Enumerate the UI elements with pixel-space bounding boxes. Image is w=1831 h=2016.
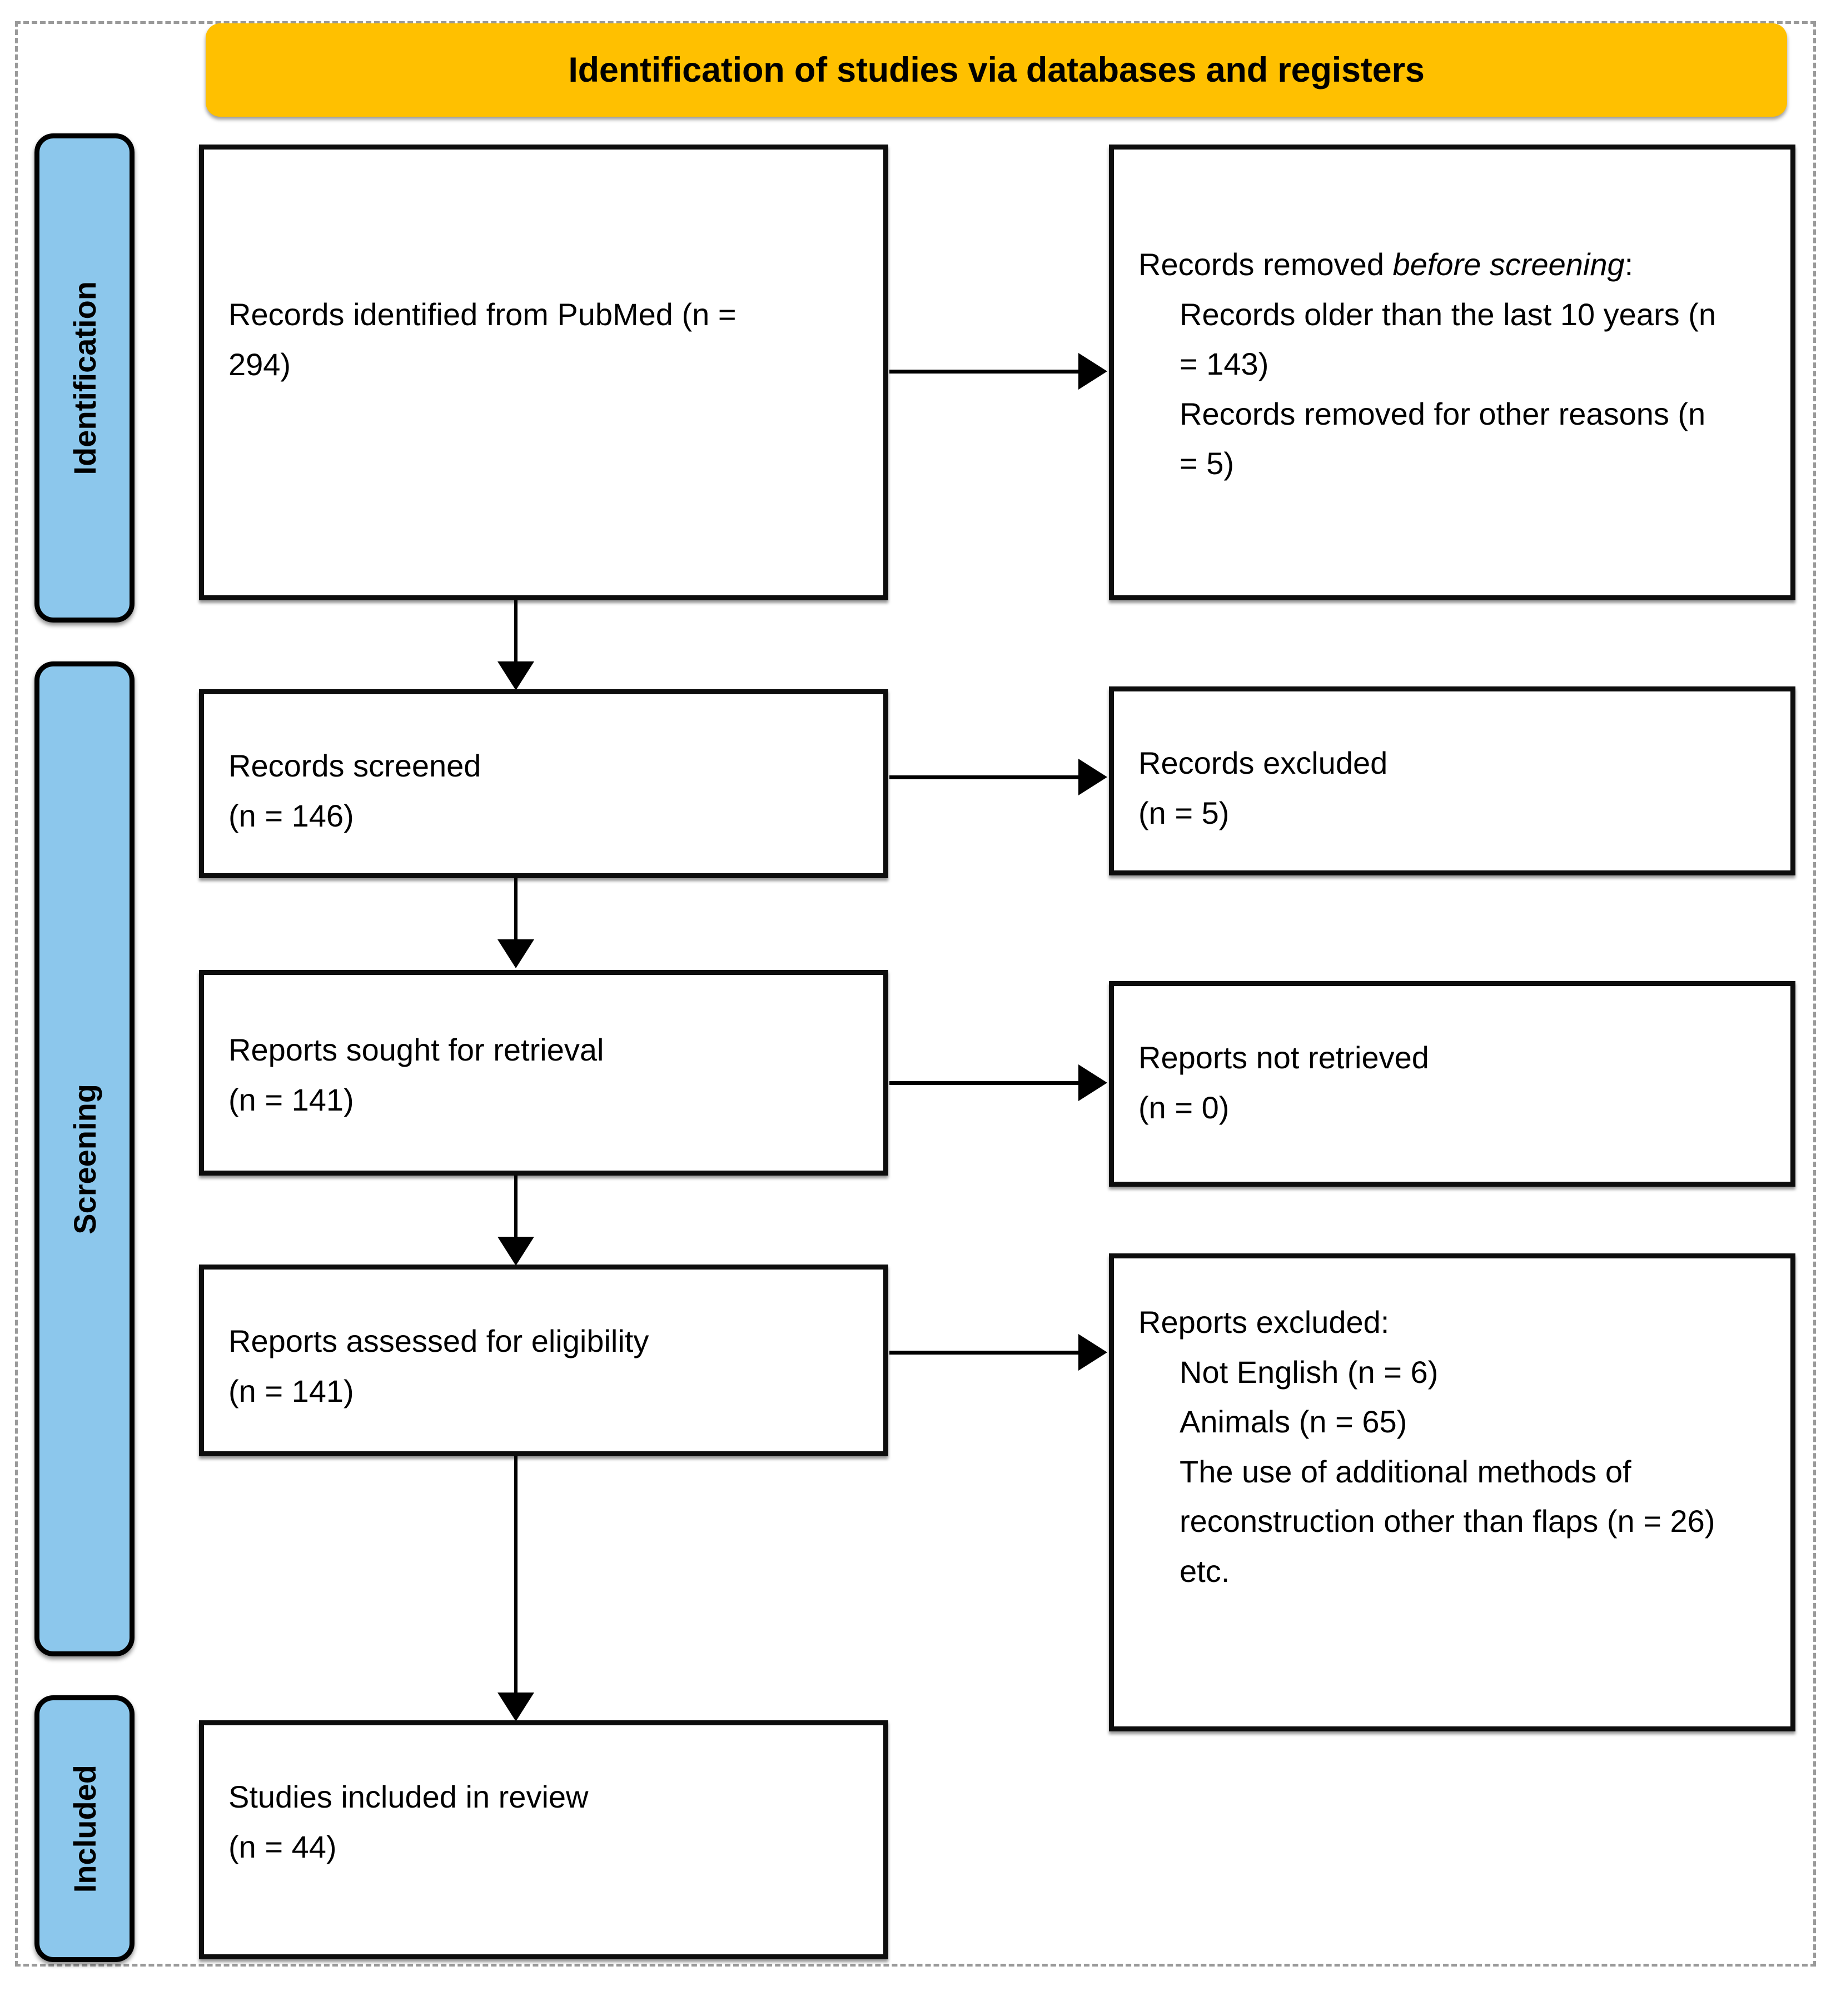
stage-label-screening: Screening bbox=[67, 1083, 102, 1235]
records-screened-line2: (n = 146) bbox=[228, 798, 354, 833]
box-reports-not-retrieved: Reports not retrieved (n = 0) bbox=[1109, 981, 1795, 1187]
reports-assessed-line2: (n = 141) bbox=[228, 1373, 354, 1408]
reports-excluded-heading: Reports excluded: bbox=[1138, 1305, 1390, 1340]
connector-assessed-to-reportsexcluded-line bbox=[889, 1351, 1081, 1355]
studies-included-line1: Studies included in review bbox=[228, 1779, 589, 1814]
records-removed-item1-line1: Records older than the last 10 years (n bbox=[1180, 296, 1716, 332]
connector-assessed-to-included-line bbox=[514, 1456, 518, 1706]
box-studies-included: Studies included in review (n = 44) bbox=[199, 1720, 888, 1959]
diagram-header-banner: Identification of studies via databases … bbox=[206, 23, 1787, 117]
box-reports-excluded: Reports excluded: Not English (n = 6) An… bbox=[1109, 1253, 1795, 1731]
records-removed-heading-italic: before screening bbox=[1392, 247, 1625, 282]
records-removed-item2-line2: = 5) bbox=[1180, 446, 1235, 481]
box-reports-sought: Reports sought for retrieval (n = 141) bbox=[199, 970, 888, 1176]
diagram-outer-frame bbox=[15, 21, 1816, 1967]
reports-sought-line2: (n = 141) bbox=[228, 1082, 354, 1117]
records-excluded-line1: Records excluded bbox=[1138, 745, 1388, 780]
records-identified-line1: Records identified from PubMed (n = bbox=[228, 297, 737, 332]
stage-pill-identification: Identification bbox=[34, 133, 135, 623]
stage-label-identification: Identification bbox=[67, 281, 102, 475]
connector-identified-to-removed-line bbox=[889, 370, 1081, 374]
records-removed-item2-line1: Records removed for other reasons (n bbox=[1180, 396, 1706, 431]
connector-identified-to-screened-arrowhead bbox=[497, 661, 534, 690]
stage-pill-included: Included bbox=[34, 1695, 135, 1962]
records-excluded-line2: (n = 5) bbox=[1138, 795, 1230, 830]
reports-excluded-item3-line2: reconstruction other than flaps (n = 26) bbox=[1180, 1504, 1715, 1539]
reports-not-retrieved-line2: (n = 0) bbox=[1138, 1089, 1230, 1125]
connector-identified-to-screened-line bbox=[514, 600, 518, 673]
connector-assessed-to-included-arrowhead bbox=[497, 1693, 534, 1721]
connector-sought-to-assessed-line bbox=[514, 1176, 518, 1248]
connector-sought-to-notretrieved-arrowhead bbox=[1078, 1064, 1107, 1101]
connector-screened-to-excluded-line bbox=[889, 775, 1081, 779]
records-identified-line2: 294) bbox=[228, 346, 291, 382]
box-reports-assessed: Reports assessed for eligibility (n = 14… bbox=[199, 1265, 888, 1456]
stage-label-included: Included bbox=[67, 1764, 102, 1893]
connector-sought-to-assessed-arrowhead bbox=[497, 1237, 534, 1266]
records-screened-line1: Records screened bbox=[228, 748, 481, 783]
box-records-removed-before-screening: Records removed before screening: Record… bbox=[1109, 145, 1795, 600]
reports-excluded-item3-line1: The use of additional methods of bbox=[1180, 1453, 1631, 1489]
box-records-excluded: Records excluded (n = 5) bbox=[1109, 686, 1795, 875]
connector-assessed-to-reportsexcluded-arrowhead bbox=[1078, 1334, 1107, 1371]
box-records-screened: Records screened (n = 146) bbox=[199, 689, 888, 878]
records-removed-heading-plain: Records removed bbox=[1138, 247, 1393, 282]
connector-identified-to-removed-arrowhead bbox=[1078, 353, 1107, 390]
reports-sought-line1: Reports sought for retrieval bbox=[228, 1032, 604, 1067]
reports-excluded-item4: etc. bbox=[1180, 1553, 1230, 1589]
connector-screened-to-sought-arrowhead bbox=[497, 939, 534, 968]
reports-excluded-item2: Animals (n = 65) bbox=[1180, 1404, 1407, 1440]
reports-excluded-item1: Not English (n = 6) bbox=[1180, 1354, 1439, 1390]
connector-sought-to-notretrieved-line bbox=[889, 1081, 1081, 1085]
box-records-identified: Records identified from PubMed (n = 294) bbox=[199, 145, 888, 600]
stage-pill-screening: Screening bbox=[34, 661, 135, 1656]
connector-screened-to-sought-line bbox=[514, 878, 518, 950]
records-removed-heading: Records removed before screening: bbox=[1138, 240, 1766, 290]
reports-assessed-line1: Reports assessed for eligibility bbox=[228, 1323, 649, 1358]
connector-screened-to-excluded-arrowhead bbox=[1078, 759, 1107, 795]
records-removed-item1-line2: = 143) bbox=[1180, 346, 1269, 382]
diagram-title: Identification of studies via databases … bbox=[568, 51, 1425, 89]
records-removed-heading-colon: : bbox=[1624, 247, 1634, 282]
studies-included-line2: (n = 44) bbox=[228, 1829, 337, 1864]
reports-not-retrieved-line1: Reports not retrieved bbox=[1138, 1040, 1429, 1075]
